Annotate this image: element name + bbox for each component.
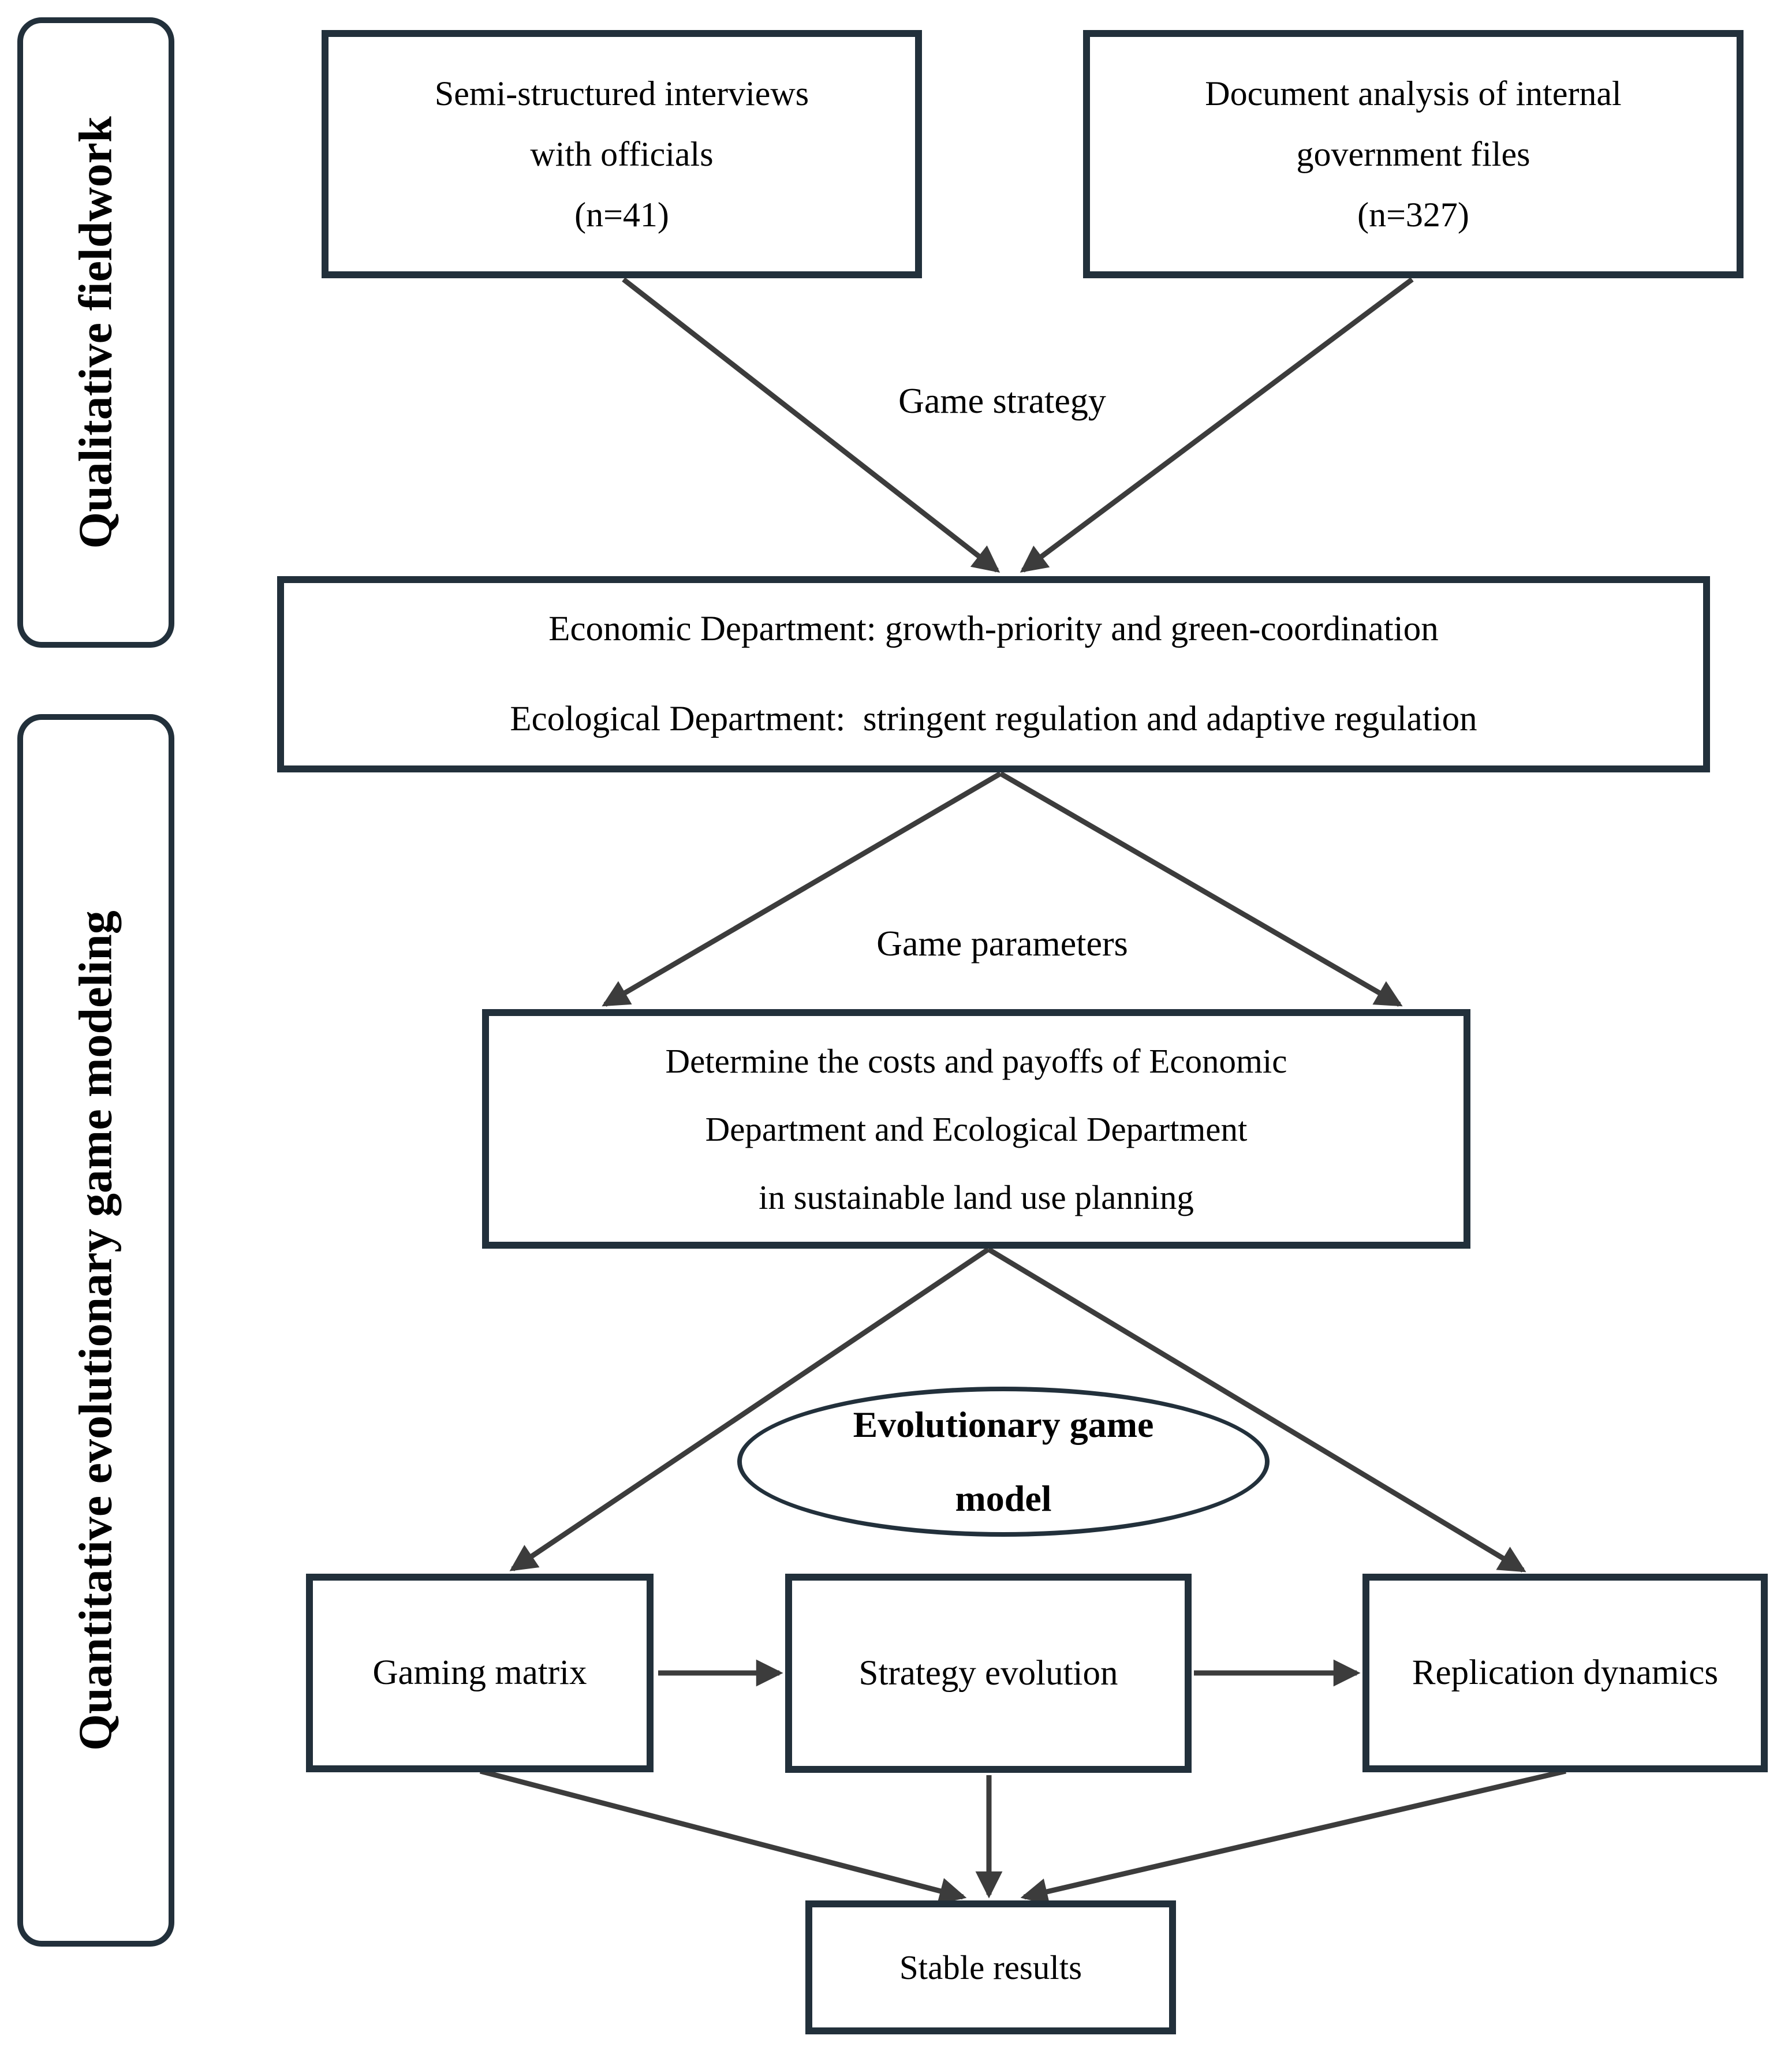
arrow-departments-to-determine-left xyxy=(602,771,1002,1007)
box-departments-line: Ecological Department: stringent regulat… xyxy=(510,700,1477,738)
box-determine: Determine the costs and payoffs of Econo… xyxy=(482,1009,1470,1249)
arrow-interviews-to-departments xyxy=(622,277,1000,573)
box-determine-line: Department and Ecological Department xyxy=(705,1110,1248,1148)
sidebar-section-qualitative: Qualitative fieldwork xyxy=(17,17,174,648)
ellipse-evolutionary-game-model: Evolutionary game model xyxy=(737,1387,1270,1537)
arrow-gaming-to-stable xyxy=(479,1768,967,1904)
ellipse-model-line: Evolutionary game xyxy=(853,1404,1154,1445)
box-stable-results-label: Stable results xyxy=(899,1948,1082,1986)
box-determine-line: in sustainable land use planning xyxy=(759,1178,1194,1216)
arrow-replication-to-stable xyxy=(1020,1768,1567,1905)
label-game-parameters: Game parameters xyxy=(876,924,1128,963)
box-strategy-evolution-label: Strategy evolution xyxy=(858,1653,1118,1693)
ellipse-model-line: model xyxy=(955,1478,1052,1519)
box-documents-line: (n=327) xyxy=(1357,195,1469,234)
sidebar-section-quantitative: Quantitative evolutionary game modeling xyxy=(17,714,174,1947)
box-interviews: Semi-structured interviews with official… xyxy=(322,30,922,278)
box-documents: Document analysis of internal government… xyxy=(1083,30,1744,278)
box-documents-line: Document analysis of internal xyxy=(1205,74,1622,113)
box-determine-line: Determine the costs and payoffs of Econo… xyxy=(665,1041,1287,1080)
box-interviews-line: Semi-structured interviews xyxy=(434,74,809,113)
box-gaming-matrix: Gaming matrix xyxy=(306,1574,654,1772)
label-game-strategy: Game strategy xyxy=(898,382,1106,421)
arrow-determine-to-replication-dynamics xyxy=(987,1247,1526,1573)
arrow-determine-to-gaming-matrix xyxy=(509,1247,990,1571)
box-replication-dynamics: Replication dynamics xyxy=(1362,1574,1768,1772)
box-interviews-line: (n=41) xyxy=(574,195,669,234)
box-interviews-line: with officials xyxy=(530,135,714,173)
box-stable-results: Stable results xyxy=(805,1900,1176,2034)
box-gaming-matrix-label: Gaming matrix xyxy=(372,1653,587,1692)
box-departments: Economic Department: growth-priority and… xyxy=(277,576,1710,772)
box-departments-line: Economic Department: growth-priority and… xyxy=(548,610,1439,649)
box-replication-dynamics-label: Replication dynamics xyxy=(1412,1653,1719,1692)
box-documents-line: government files xyxy=(1296,135,1530,173)
box-strategy-evolution: Strategy evolution xyxy=(785,1574,1192,1773)
arrow-departments-to-determine-right xyxy=(999,771,1403,1007)
arrow-documents-to-departments xyxy=(1020,277,1414,573)
sidebar-label-quantitative: Quantitative evolutionary game modeling xyxy=(69,910,122,1751)
sidebar-label-qualitative: Qualitative fieldwork xyxy=(69,116,122,549)
